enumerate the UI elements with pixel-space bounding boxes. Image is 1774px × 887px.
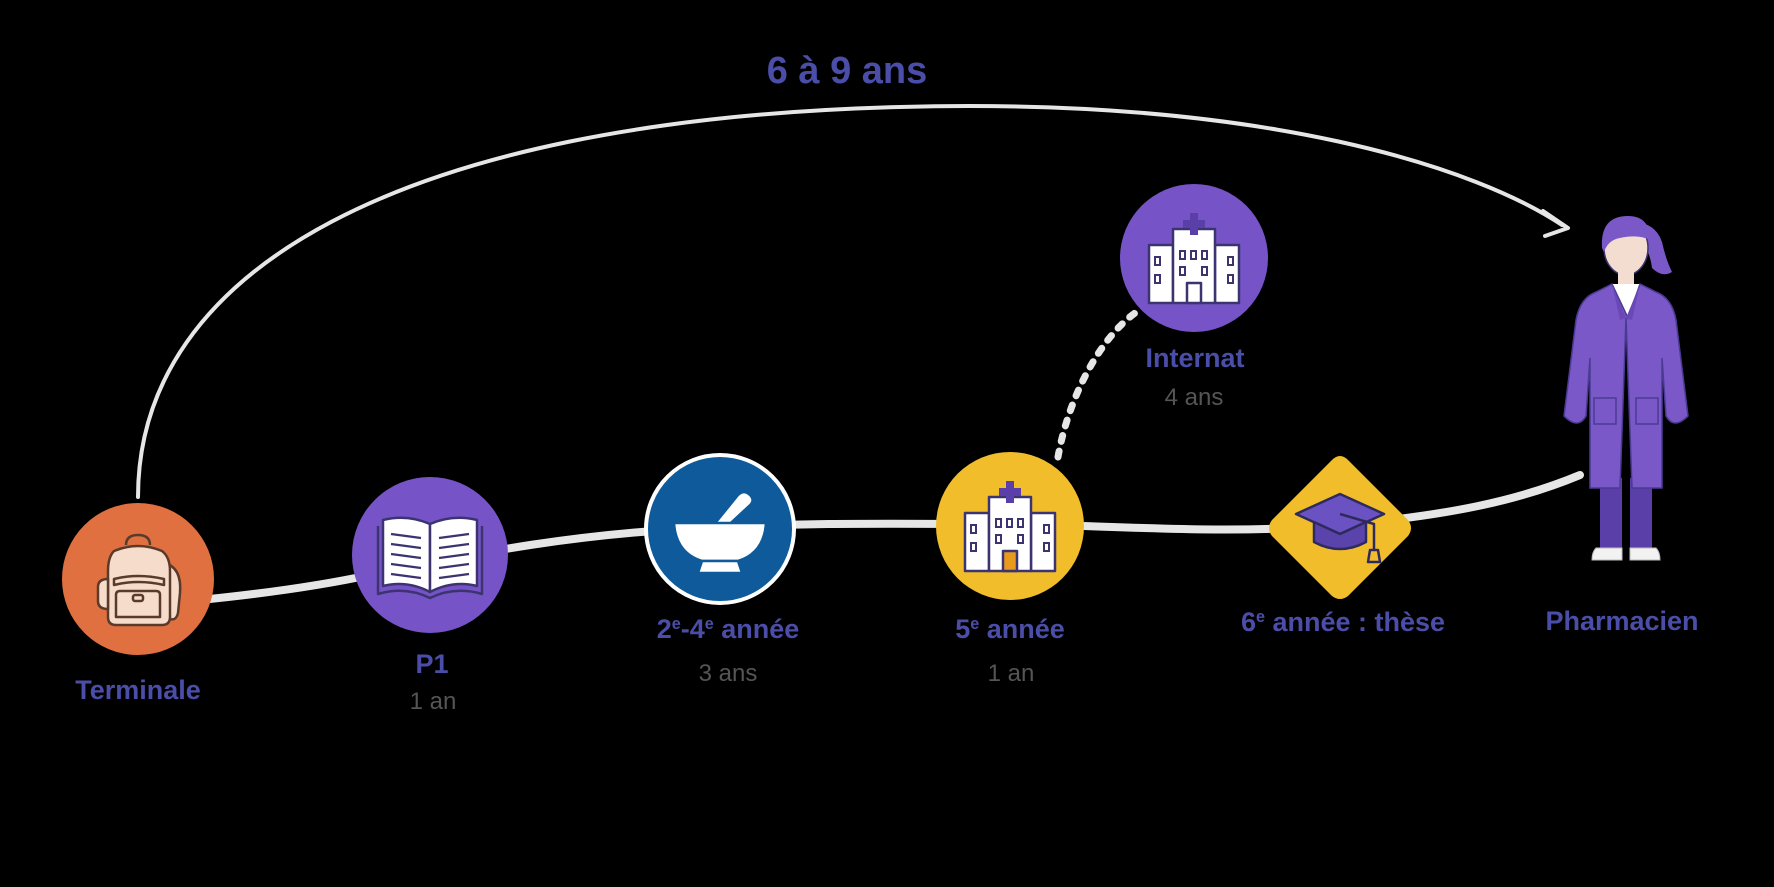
internat-hospital-icon (1147, 213, 1241, 305)
internat-duration: 4 ans (1164, 384, 1224, 411)
p1-label: P1 (415, 649, 449, 679)
hospital-icon (963, 481, 1057, 573)
annee-2-4-duration: 3 ans (698, 660, 758, 687)
overall-duration-arc (136, 104, 1564, 499)
annee-5-node (936, 452, 1084, 600)
p1-duration: 1 an (409, 688, 457, 715)
arc-arrowhead-icon (1541, 209, 1570, 238)
internat-branch-path (1054, 309, 1139, 461)
annee-2-4-node (644, 453, 796, 605)
annee-2-4-label: 2e-4e année (656, 614, 800, 644)
internat-node (1120, 184, 1268, 332)
annee-6-node (1264, 452, 1416, 604)
pharmacien-label: Pharmacien (1545, 606, 1699, 636)
mortar-pestle-icon (672, 490, 768, 575)
pharmacist-icon (1563, 216, 1689, 561)
graduation-cap-icon (1294, 492, 1386, 564)
internat-label: Internat (1145, 343, 1245, 373)
annee-5-duration: 1 an (987, 660, 1035, 687)
terminale-node (62, 503, 214, 655)
open-book-icon (376, 516, 484, 600)
pharmacien-node (1556, 208, 1696, 570)
backpack-icon (96, 533, 182, 627)
p1-node (352, 477, 508, 633)
annee-6-label: 6e année : thèse (1240, 607, 1446, 637)
annee-5-label: 5e année (955, 614, 1065, 644)
duration-title: 6 à 9 ans (766, 50, 928, 92)
terminale-label: Terminale (75, 675, 201, 705)
